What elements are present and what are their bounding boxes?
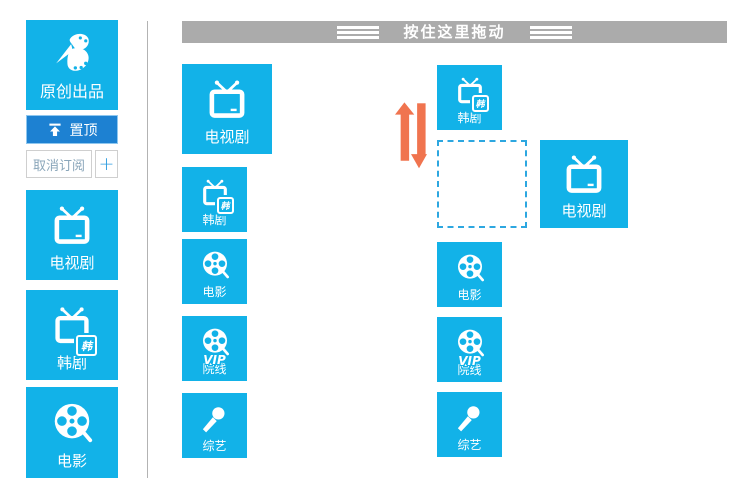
tv-korean-icon: 韩 [455, 65, 489, 112]
add-subscription-button[interactable]: + [95, 150, 118, 178]
sidebar-tile-original-production[interactable]: 原创出品 [26, 20, 118, 110]
before-tile-cinema-vip[interactable]: VIP 院线 [182, 316, 247, 381]
film-reel-vip-icon: VIP [454, 317, 486, 368]
grip-lines-icon [337, 25, 380, 29]
before-tile-tv-series[interactable]: 电视剧 [182, 64, 272, 154]
microphone-icon [199, 393, 230, 440]
pin-top-icon [47, 122, 63, 138]
after-tile-korean-drama[interactable]: 韩 韩剧 [437, 65, 502, 130]
sidebar-tile-movies[interactable]: 电影 [26, 387, 118, 478]
vip-badge: VIP [203, 353, 226, 367]
sidebar-tile-tv-series[interactable]: 电视剧 [26, 190, 118, 280]
film-reel-icon [199, 239, 231, 286]
before-tile-movies[interactable]: 电影 [182, 239, 247, 304]
drag-handle-bar[interactable]: 按住这里拖动 [182, 21, 727, 43]
filmstrip-ribbon-icon [47, 20, 97, 84]
tile-label: 原创出品 [39, 82, 104, 101]
tile-label: 综艺 [202, 439, 227, 453]
tile-label: 电视剧 [49, 254, 95, 272]
drop-placeholder[interactable] [437, 140, 527, 228]
pin-button-label: 置顶 [69, 122, 98, 139]
korean-badge: 韩 [76, 335, 97, 356]
sidebar-divider [147, 21, 148, 478]
tv-icon [50, 190, 94, 256]
tile-label: 院线 [457, 363, 482, 377]
tile-label: 院线 [202, 362, 227, 376]
microphone-icon [454, 392, 485, 439]
korean-badge: 韩 [216, 197, 234, 214]
grip-lines-icon [529, 25, 572, 29]
tv-icon [562, 140, 606, 204]
film-reel-icon [454, 242, 486, 289]
sidebar-tile-korean-drama[interactable]: 韩 韩剧 [26, 290, 118, 380]
tv-icon [205, 64, 249, 130]
tile-label: 综艺 [457, 438, 482, 452]
tile-label: 韩剧 [457, 111, 482, 125]
film-reel-icon [49, 387, 95, 454]
tile-label: 电影 [457, 288, 482, 302]
after-tile-variety[interactable]: 综艺 [437, 392, 502, 457]
drag-handle-label: 按住这里拖动 [403, 22, 506, 41]
reorder-arrows-icon [395, 102, 427, 178]
after-tile-cinema-vip[interactable]: VIP 院线 [437, 317, 502, 382]
tv-korean-icon: 韩 [51, 290, 97, 356]
tv-korean-icon: 韩 [200, 167, 234, 214]
vip-badge: VIP [458, 354, 481, 368]
tile-label: 韩剧 [202, 213, 227, 227]
tile-label: 韩剧 [56, 354, 87, 372]
pin-to-top-button[interactable]: 置顶 [26, 115, 118, 144]
before-tile-variety[interactable]: 综艺 [182, 393, 247, 458]
tile-label: 电视剧 [204, 128, 250, 146]
korean-badge: 韩 [471, 95, 489, 112]
unsubscribe-button[interactable]: 取消订阅 [26, 150, 92, 178]
after-tile-movies[interactable]: 电影 [437, 242, 502, 307]
tile-label: 电影 [56, 452, 87, 470]
tile-label: 电视剧 [561, 202, 607, 220]
tile-label: 电影 [202, 285, 227, 299]
dragged-tile-tv-series[interactable]: 电视剧 [540, 140, 628, 228]
film-reel-vip-icon: VIP [199, 316, 231, 367]
before-tile-korean-drama[interactable]: 韩 韩剧 [182, 167, 247, 232]
